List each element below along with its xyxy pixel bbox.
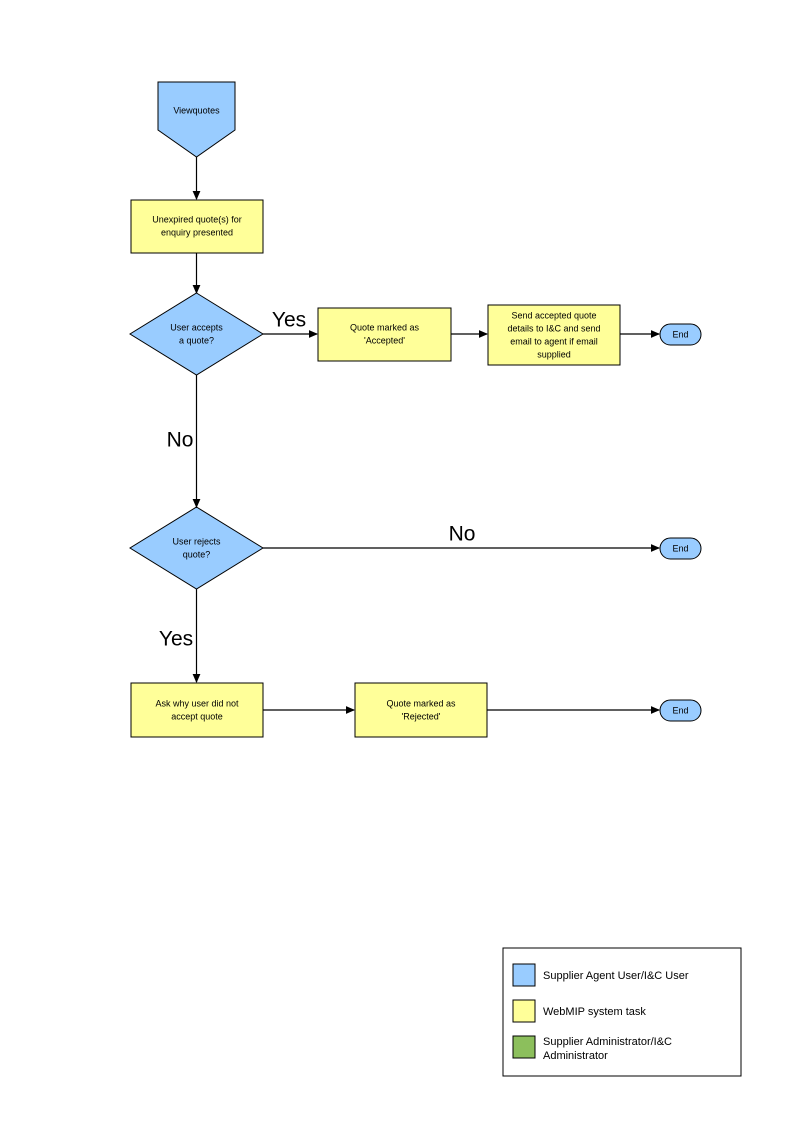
node-unexpired-label-line2: enquiry presented	[161, 227, 233, 237]
process-shape	[317, 307, 452, 362]
legend-border	[502, 947, 742, 1077]
branch-label-accepts-no: No	[167, 429, 194, 452]
process-shape	[130, 682, 264, 738]
node-end-1-label: End	[672, 329, 688, 339]
branch-label-accepts-yes: Yes	[272, 309, 306, 332]
legend-swatch-blue	[512, 963, 536, 987]
legend-item-webmip-system-task: WebMIP system task	[512, 999, 646, 1023]
node-decision-user-accepts[interactable]: User accepts a quote?	[129, 292, 264, 376]
node-quote-marked-rejected[interactable]: Quote marked as 'Rejected'	[354, 682, 488, 738]
node-marked-accepted-label-line2: 'Accepted'	[364, 335, 405, 345]
node-accepts-label-line2: a quote?	[179, 335, 214, 345]
node-ask-why-not-accepted[interactable]: Ask why user did not accept quote	[130, 682, 264, 738]
node-ask-why-label-line2: accept quote	[171, 711, 223, 721]
connectors	[192, 157, 660, 714]
node-marked-rejected-label-line1: Quote marked as	[386, 698, 456, 708]
terminator-shape	[659, 537, 702, 560]
terminator-shape	[659, 323, 702, 346]
node-rejects-label-line1: User rejects	[172, 536, 221, 546]
node-quote-marked-accepted[interactable]: Quote marked as 'Accepted'	[317, 307, 452, 362]
node-send-details-label-line2: details to I&C and send	[507, 323, 600, 333]
node-marked-accepted-label-line1: Quote marked as	[350, 322, 420, 332]
branch-label-rejects-no: No	[449, 523, 476, 546]
node-start-viewquotes[interactable]: Viewquotes	[157, 81, 236, 158]
node-end-2-label: End	[672, 543, 688, 553]
diamond-shape	[129, 506, 264, 590]
node-send-details-label-line1: Send accepted quote	[511, 310, 596, 320]
node-accepts-label-line1: User accepts	[170, 322, 223, 332]
node-send-details-label-line4: supplied	[537, 349, 571, 359]
node-unexpired-quotes[interactable]: Unexpired quote(s) for enquiry presented	[130, 199, 264, 254]
node-unexpired-label-line1: Unexpired quote(s) for	[152, 214, 242, 224]
node-decision-user-rejects[interactable]: User rejects quote?	[129, 506, 264, 590]
legend-label-supplier-administrator-line1: Supplier Administrator/I&C	[543, 1036, 672, 1048]
node-end-terminator-3[interactable]: End	[659, 699, 702, 722]
node-send-details-label-line3: email to agent if email	[510, 336, 598, 346]
legend-item-supplier-administrator: Supplier Administrator/I&C Administrator	[512, 1035, 672, 1062]
branch-label-rejects-yes: Yes	[159, 628, 193, 651]
legend-swatch-green	[512, 1035, 536, 1059]
legend-label-supplier-agent-user: Supplier Agent User/I&C User	[543, 970, 689, 982]
legend-swatch-yellow	[512, 999, 536, 1023]
node-ask-why-label-line1: Ask why user did not	[155, 698, 239, 708]
legend-item-supplier-agent-user: Supplier Agent User/I&C User	[512, 963, 689, 987]
node-rejects-label-line2: quote?	[183, 549, 211, 559]
diamond-shape	[129, 292, 264, 376]
node-end-terminator-1[interactable]: End	[659, 323, 702, 346]
process-shape	[130, 199, 264, 254]
node-end-3-label: End	[672, 705, 688, 715]
legend: Supplier Agent User/I&C User WebMIP syst…	[502, 947, 742, 1077]
node-end-terminator-2[interactable]: End	[659, 537, 702, 560]
legend-label-webmip-system-task: WebMIP system task	[543, 1006, 646, 1018]
process-shape	[354, 682, 488, 738]
pentagon-shape	[157, 81, 236, 158]
legend-label-supplier-administrator-line2: Administrator	[543, 1050, 608, 1062]
node-send-accepted-details[interactable]: Send accepted quote details to I&C and s…	[487, 304, 621, 366]
process-shape	[487, 304, 621, 366]
node-start-label: Viewquotes	[173, 105, 220, 115]
node-marked-rejected-label-line2: 'Rejected'	[402, 711, 441, 721]
terminator-shape	[659, 699, 702, 722]
